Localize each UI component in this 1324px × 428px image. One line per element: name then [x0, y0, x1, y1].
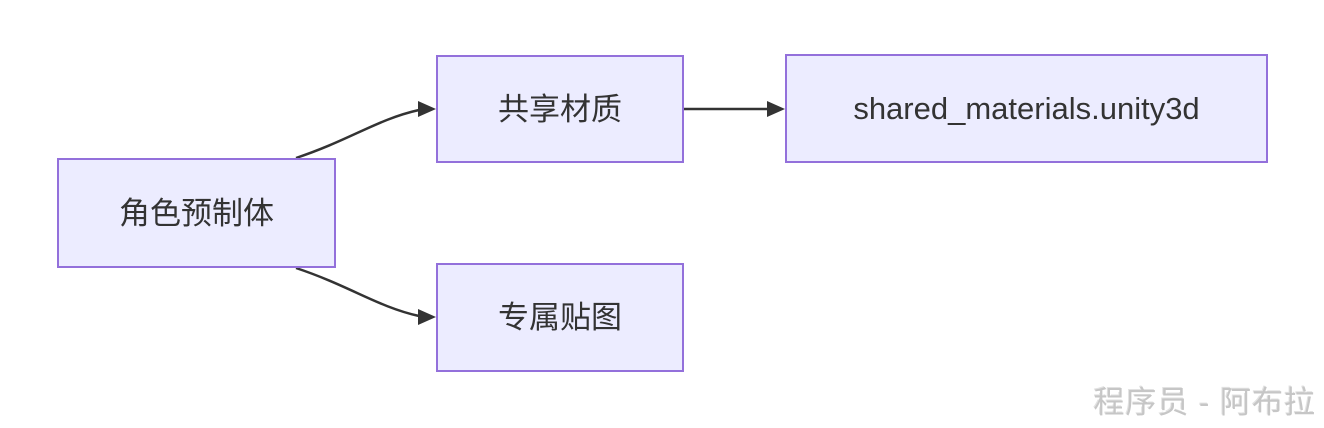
- edge-prefab-to-exclusive-texture: [295, 266, 420, 318]
- arrowhead-shared-file: [767, 101, 785, 117]
- arrowhead-shared-material: [418, 101, 436, 117]
- node-character-prefab-label: 角色预制体: [119, 195, 274, 231]
- arrowhead-exclusive-texture: [418, 309, 436, 325]
- node-shared-material: 共享材质: [436, 55, 684, 163]
- edge-prefab-to-shared-material: [295, 108, 420, 160]
- node-exclusive-texture-label: 专属贴图: [498, 300, 622, 335]
- node-shared-materials-file-label: shared_materials.unity3d: [853, 91, 1200, 126]
- node-shared-materials-file: shared_materials.unity3d: [785, 54, 1268, 163]
- node-character-prefab: 角色预制体: [57, 158, 336, 268]
- node-exclusive-texture: 专属贴图: [436, 263, 684, 372]
- node-shared-material-label: 共享材质: [498, 91, 622, 127]
- watermark: 程序员 - 阿布拉: [1093, 385, 1316, 420]
